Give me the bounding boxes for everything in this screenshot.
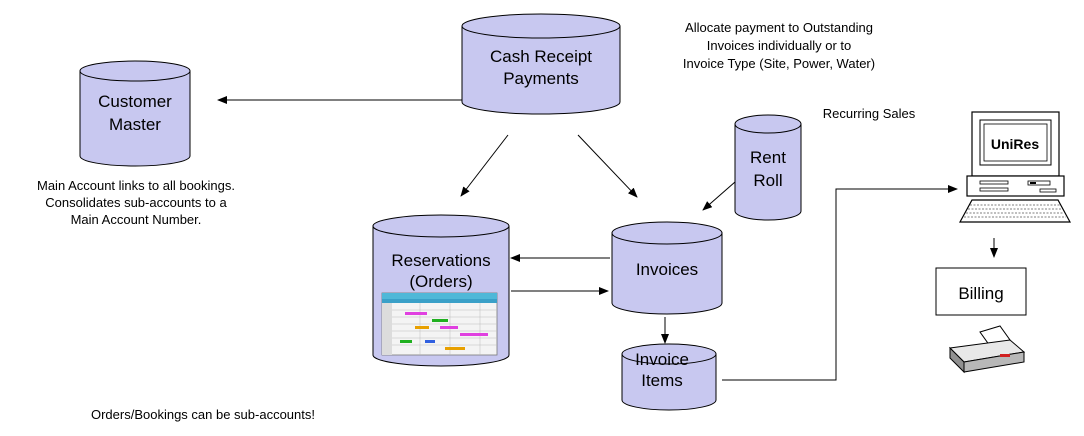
cash-receipt-label-1: Cash Receipt [490, 47, 592, 66]
invoice-items-cylinder: Invoice Items [621, 343, 717, 411]
rent-roll-cylinder: Rent Roll [734, 114, 802, 221]
main-account-note-line-2: Consolidates sub-accounts to a [45, 195, 227, 210]
customer-master-label-1: Customer [98, 92, 172, 111]
customer-master-label-2: Master [109, 115, 161, 134]
arrow-cash-to-reservations [460, 134, 509, 197]
reservations-screenshot-thumbnail [381, 292, 498, 356]
allocate-payment-note: Allocate payment to Outstanding Invoices… [683, 20, 875, 71]
allocate-note-line-2: Invoices individually or to [707, 38, 852, 53]
main-account-note-line-1: Main Account links to all bookings. [37, 178, 235, 193]
billing-label: Billing [958, 284, 1003, 303]
arrow-cash-to-invoices [577, 134, 638, 198]
reservations-label-1: Reservations [391, 251, 490, 270]
invoice-items-label-2: Items [641, 371, 683, 390]
invoice-items-label-1: Invoice [635, 350, 689, 369]
unires-label: UniRes [991, 136, 1039, 152]
orders-sub-accounts-note: Orders/Bookings can be sub-accounts! [91, 407, 315, 422]
reservations-cylinder: Reservations (Orders) [372, 214, 510, 367]
rent-roll-label-2: Roll [753, 171, 782, 190]
main-account-note: Main Account links to all bookings. Cons… [37, 178, 235, 227]
cash-receipt-cylinder: Cash Receipt Payments [461, 13, 621, 115]
unires-computer-icon: UniRes [958, 111, 1072, 223]
allocate-note-line-3: Invoice Type (Site, Power, Water) [683, 56, 875, 71]
recurring-sales-note: Recurring Sales [823, 106, 916, 121]
billing-box: Billing [935, 267, 1027, 316]
arrow-items-to-unires [722, 185, 958, 381]
main-account-note-line-3: Main Account Number. [71, 212, 202, 227]
printer-icon [948, 325, 1026, 374]
allocate-note-line-1: Allocate payment to Outstanding [685, 20, 873, 35]
customer-master-cylinder: Customer Master [79, 60, 191, 167]
invoices-label: Invoices [636, 260, 698, 279]
cash-receipt-label-2: Payments [503, 69, 579, 88]
rent-roll-label-1: Rent [750, 148, 786, 167]
invoices-cylinder: Invoices [611, 221, 723, 315]
reservations-label-2: (Orders) [409, 272, 472, 291]
connectors [217, 96, 998, 381]
arrow-rentroll-to-invoices [702, 181, 736, 211]
